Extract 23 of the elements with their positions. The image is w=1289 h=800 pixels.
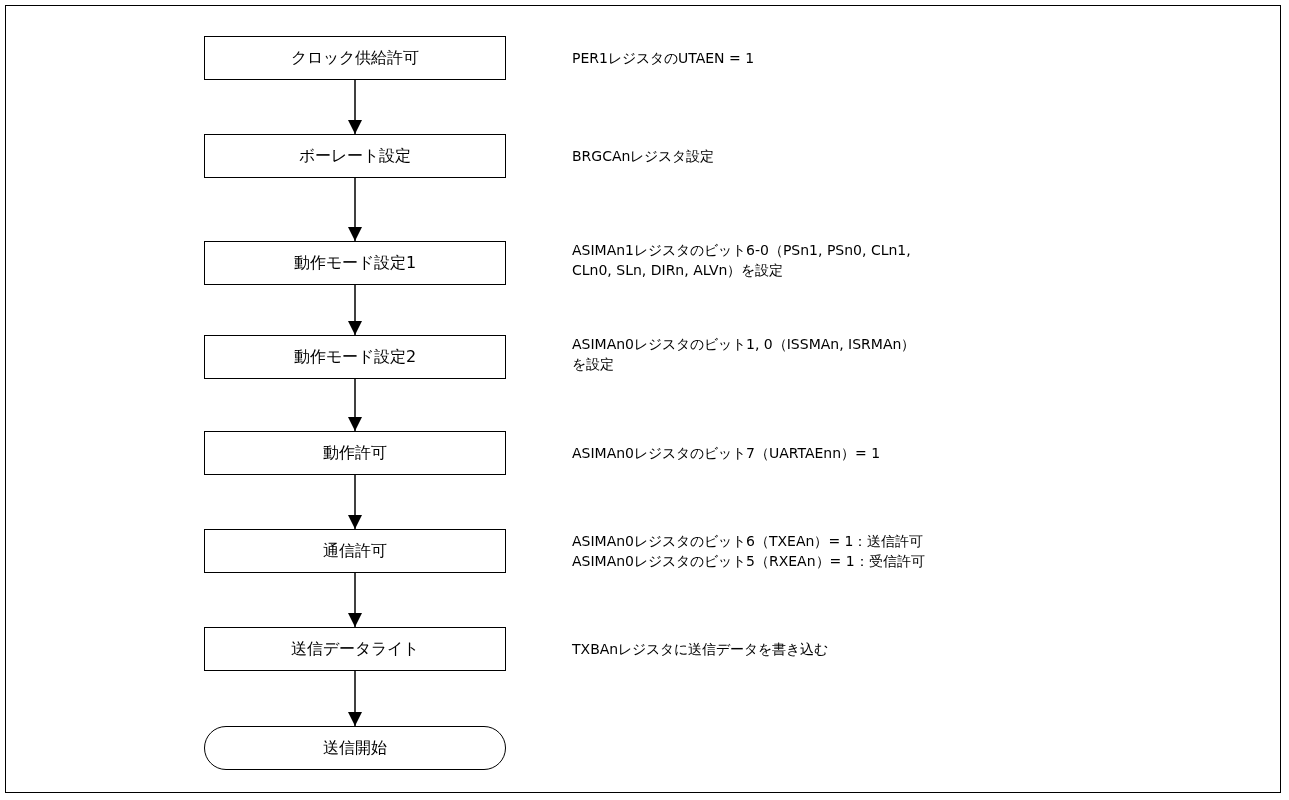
- process-box: 動作モード設定2: [204, 335, 506, 379]
- terminal-box: 送信開始: [204, 726, 506, 770]
- note-text: BRGCAnレジスタ設定: [572, 147, 715, 166]
- arrow: [348, 474, 362, 530]
- process-box: 通信許可: [204, 529, 506, 573]
- arrow: [348, 378, 362, 432]
- process-box: ボーレート設定: [204, 134, 506, 178]
- arrow: [348, 177, 362, 242]
- process-box: クロック供給許可: [204, 36, 506, 80]
- note-text: PER1レジスタのUTAEN = 1: [572, 49, 755, 68]
- arrow: [348, 79, 362, 135]
- process-box: 送信データライト: [204, 627, 506, 671]
- note-text: ASIMAn0レジスタのビット5（RXEAn）= 1：受信許可: [572, 552, 925, 571]
- arrow: [348, 284, 362, 336]
- note-text: TXBAnレジスタに送信データを書き込む: [572, 640, 829, 659]
- note-text: ASIMAn1レジスタのビット6-0（PSn1, PSn0, CLn1, CLn0, SLn, DIRn, ALVn）を設定: [572, 241, 912, 280]
- arrow: [348, 572, 362, 628]
- note-text: ASIMAn0レジスタのビット7（UARTAEnn）= 1: [572, 444, 881, 463]
- note-text: ASIMAn0レジスタのビット6（TXEAn）= 1：送信許可: [572, 532, 924, 551]
- process-box: 動作許可: [204, 431, 506, 475]
- note-text: ASIMAn0レジスタのビット1, 0（ISSMAn, ISRMAn）を設定: [572, 335, 917, 374]
- process-box: 動作モード設定1: [204, 241, 506, 285]
- arrow: [348, 670, 362, 727]
